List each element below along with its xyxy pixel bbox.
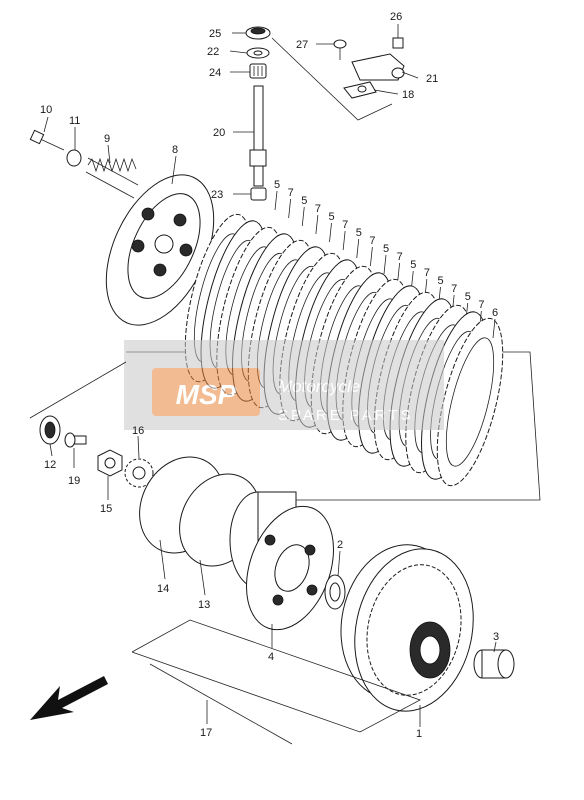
callout-plate-5: 5 <box>274 179 280 191</box>
callout-plate-5: 5 <box>383 243 389 255</box>
callout-plate-5: 5 <box>329 211 335 223</box>
plate-inner-ring <box>445 337 495 467</box>
pressure-plate-group <box>29 129 215 326</box>
watermark-line2: SPARE PARTS <box>278 407 414 424</box>
watermark-brand: MSP <box>176 379 237 410</box>
push-rod-part <box>149 663 293 745</box>
callout-plate-7: 7 <box>315 203 321 215</box>
callout-plate-5: 5 <box>356 227 362 239</box>
callout-plate-7: 7 <box>451 283 457 295</box>
callout-plate-5: 5 <box>438 275 444 287</box>
callout-plate-7: 7 <box>397 251 403 263</box>
callout-plate-5: 5 <box>465 291 471 303</box>
callout-plate-7: 7 <box>424 267 430 279</box>
plate-leader-line <box>492 318 496 339</box>
clutch-sleeve-hub <box>229 491 334 631</box>
plate-leader-line <box>288 198 292 219</box>
plate-leader-line <box>315 214 319 235</box>
clutch-housing <box>131 544 474 733</box>
callout-27: 27 <box>296 39 308 51</box>
callout-24: 24 <box>209 67 221 79</box>
callout-3: 3 <box>493 631 499 643</box>
callout-18: 18 <box>402 89 414 101</box>
front-direction-arrow-icon <box>30 676 108 720</box>
callout-21: 21 <box>426 73 438 85</box>
callout-23: 23 <box>211 189 223 201</box>
callout-12: 12 <box>44 459 56 471</box>
callout-8: 8 <box>172 144 178 156</box>
screw-part <box>333 39 347 49</box>
plate-leader-line <box>369 246 373 267</box>
plate-leader-line <box>383 254 387 275</box>
callout-26: 26 <box>390 11 402 23</box>
release-mechanism-group <box>245 26 405 201</box>
callout-22: 22 <box>207 46 219 58</box>
callout-15: 15 <box>100 503 112 515</box>
lower-bearing-part <box>250 187 267 201</box>
bolt-part <box>392 37 404 49</box>
callout-10: 10 <box>40 104 52 116</box>
watermark: MSP Motorcycle SPARE PARTS <box>124 340 444 430</box>
callout-1: 1 <box>416 728 422 740</box>
watermark-logo-box <box>152 368 260 416</box>
callout-plate-5: 5 <box>301 195 307 207</box>
callout-2: 2 <box>337 539 343 551</box>
plate-leader-line <box>356 238 360 259</box>
callout-labels: 25 22 24 20 23 27 26 21 18 10 11 9 8 16 … <box>40 11 499 740</box>
callout-16: 16 <box>132 425 144 437</box>
watermark-line1: Motorcycle <box>278 377 360 396</box>
callout-19: 19 <box>68 475 80 487</box>
callout-plate-7: 7 <box>478 299 484 311</box>
friction-plate <box>436 317 504 487</box>
plate-leader-line <box>342 230 346 251</box>
plate-leader-line <box>397 262 401 283</box>
callout-25: 25 <box>209 28 221 40</box>
callout-14: 14 <box>157 583 169 595</box>
plate-leader-line <box>274 190 278 211</box>
callout-11: 11 <box>69 115 80 127</box>
callout-plate-7: 7 <box>369 235 375 247</box>
callout-9: 9 <box>104 133 110 145</box>
callout-plate-5: 5 <box>410 259 416 271</box>
callout-20: 20 <box>213 127 225 139</box>
spring-bolt-part <box>29 129 45 145</box>
callout-13: 13 <box>198 599 210 611</box>
spring-washer-part <box>66 149 82 167</box>
release-shaft-part <box>253 85 264 187</box>
callout-plate-7: 7 <box>342 219 348 231</box>
callout-4: 4 <box>268 651 274 663</box>
clutch-spring-part <box>85 157 139 199</box>
leader-lines <box>43 24 497 727</box>
spacer-part <box>473 649 515 679</box>
plate-leader-line <box>301 206 305 227</box>
callout-plate-6: 6 <box>492 307 498 319</box>
callout-plate-7: 7 <box>288 187 294 199</box>
plate-leader-line <box>329 222 332 243</box>
callout-17: 17 <box>200 727 212 739</box>
